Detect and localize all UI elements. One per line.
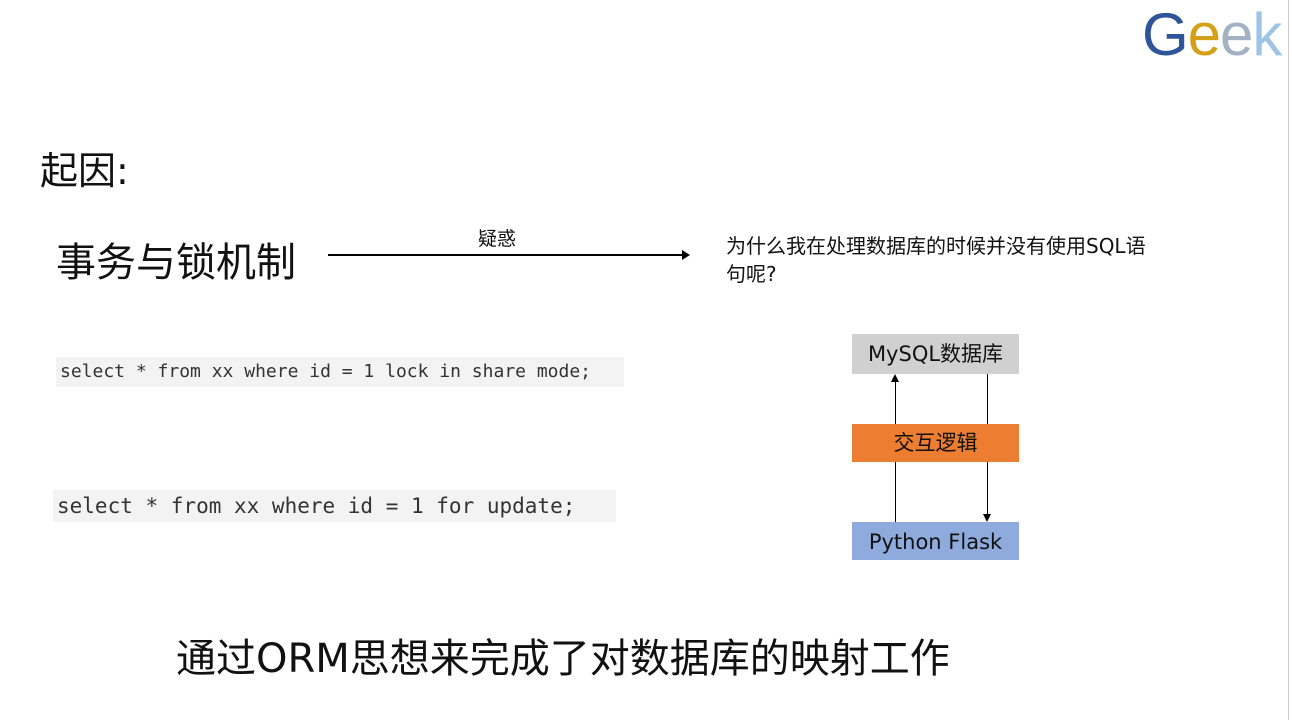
code-example-for-update: select * from xx where id = 1 for update…	[53, 490, 616, 522]
slide-title: 起因:	[40, 149, 129, 193]
conclusion-text: 通过ORM思想来完成了对数据库的映射工作	[176, 636, 950, 682]
topic-heading: 事务与锁机制	[56, 240, 296, 286]
logo-letter: G	[1142, 1, 1189, 68]
connector-line	[987, 374, 988, 424]
arrow-right-icon	[328, 250, 690, 260]
geek-logo: Geek	[1142, 0, 1282, 70]
question-text: 为什么我在处理数据库的时候并没有使用SQL语句呢?	[726, 234, 1146, 286]
arrow-up-icon	[891, 374, 899, 424]
diagram-mysql-box: MySQL数据库	[852, 334, 1019, 374]
code-example-shared-lock: select * from xx where id = 1 lock in sh…	[56, 357, 624, 387]
connector-line	[895, 462, 896, 522]
slide-edge	[1288, 0, 1289, 720]
logo-letter: e	[1187, 1, 1221, 68]
diagram-flask-box: Python Flask	[852, 522, 1019, 560]
arrow-label: 疑惑	[478, 228, 517, 250]
logo-letter: k	[1252, 1, 1282, 68]
logo-letter: e	[1220, 1, 1253, 68]
arrow-down-icon	[983, 462, 991, 522]
diagram-logic-box: 交互逻辑	[852, 424, 1019, 462]
